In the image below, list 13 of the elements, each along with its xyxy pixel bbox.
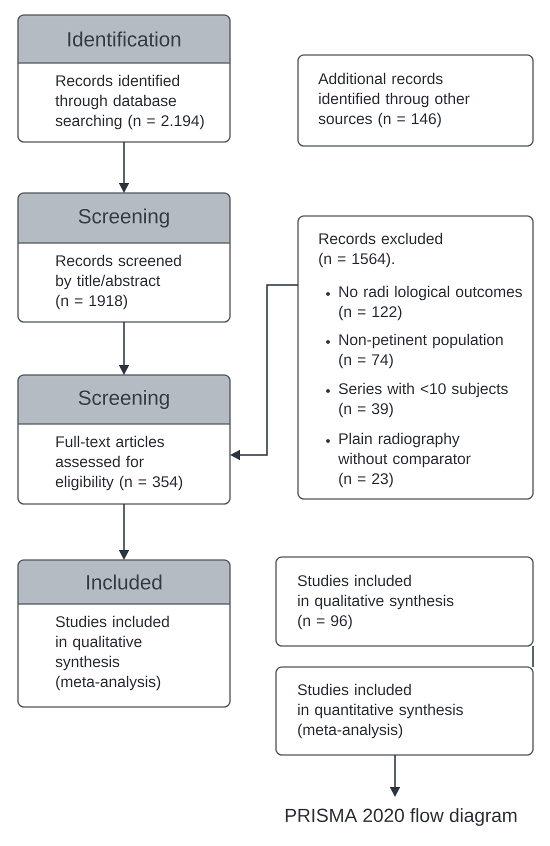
stage-header: Identification bbox=[18, 15, 230, 64]
list-item: Series with <10 subjects (n = 39) bbox=[338, 382, 508, 418]
stage-header: Included bbox=[18, 560, 230, 605]
diagram-caption: PRISMA 2020 flow diagram bbox=[286, 808, 516, 826]
stage-header: Screening bbox=[18, 375, 230, 425]
list-item: No radi lological outcomes (n = 122) bbox=[339, 286, 522, 320]
connector-line bbox=[532, 646, 534, 667]
flow-box: Additional records identified throug other sources (n = 146) bbox=[297, 54, 534, 147]
flow-box: Studies included in quantitative synthesis (meta-analysis) bbox=[275, 666, 534, 756]
flow-box: Studies included in qualitative synthesis (n = 96) bbox=[275, 556, 534, 647]
list-item: Non-petinent population (n = 74) bbox=[339, 334, 503, 368]
stage-header: Screening bbox=[18, 193, 230, 244]
list-item: Plain radiography without comparator (n = 23) bbox=[338, 432, 471, 488]
